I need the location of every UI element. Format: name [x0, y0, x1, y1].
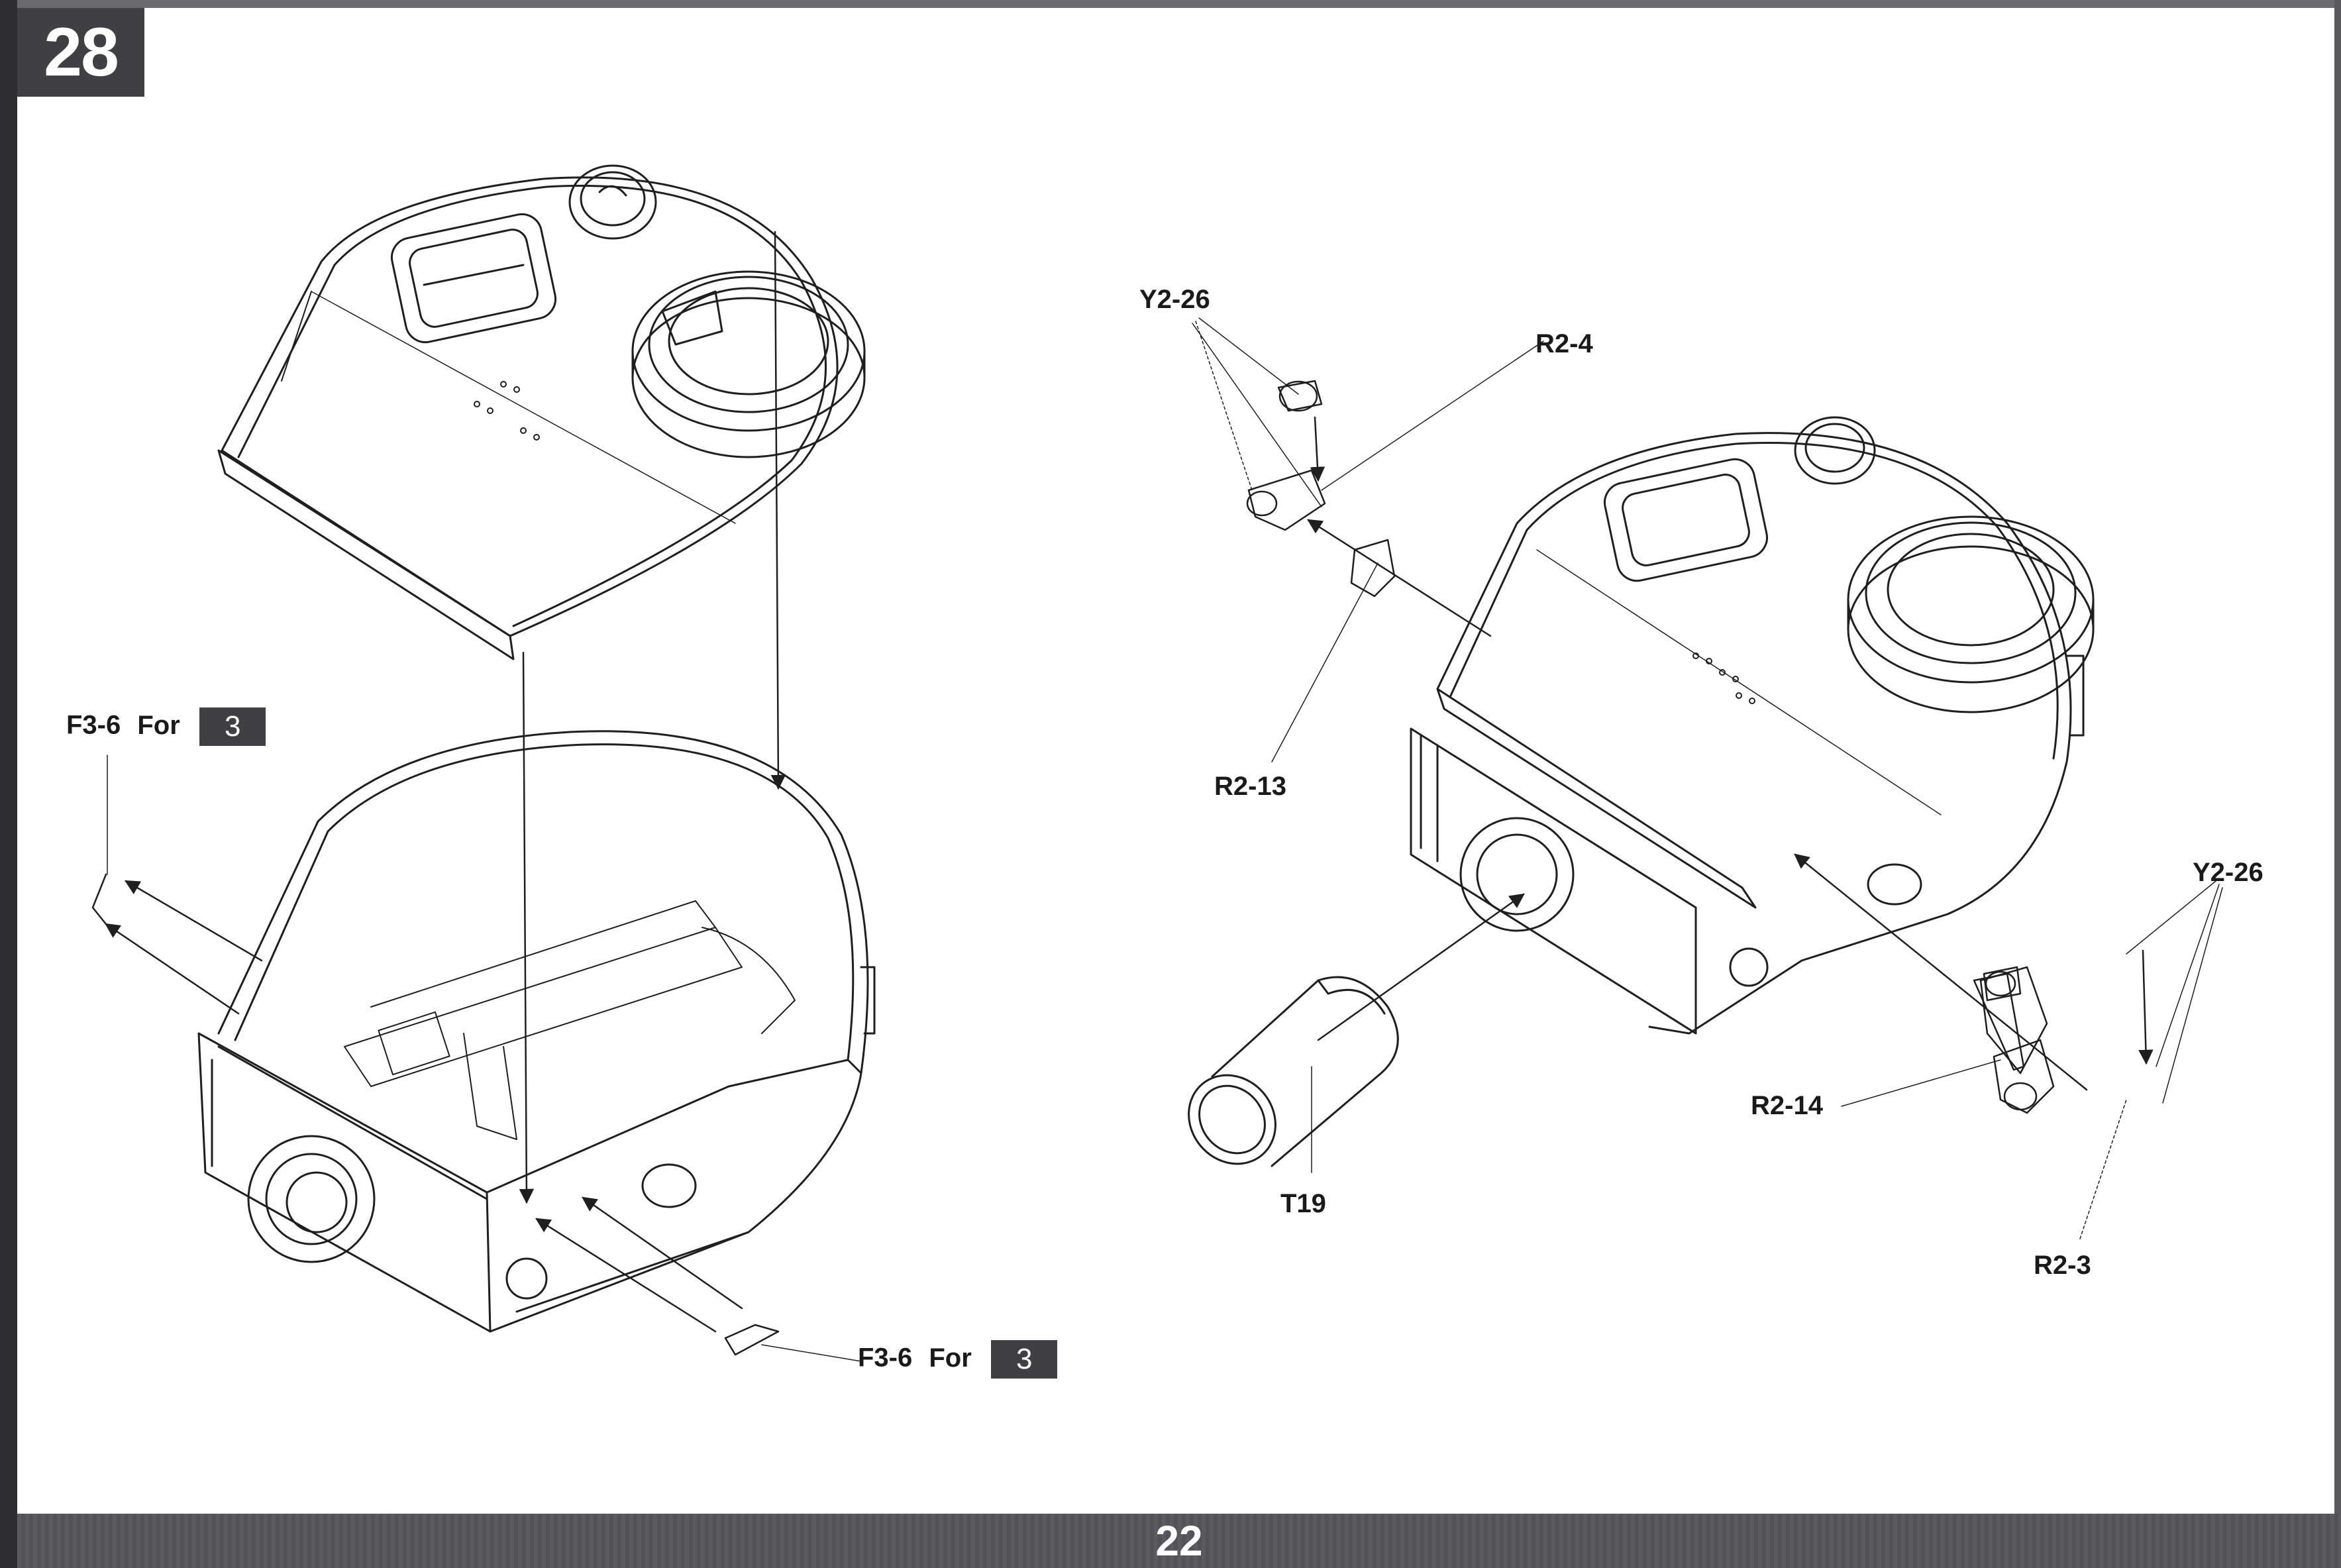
callout-r2-14: R2-14: [1751, 1091, 1823, 1120]
part-code: F3-6: [858, 1343, 913, 1373]
reference-step-box: 3: [199, 707, 266, 746]
for-word: For: [137, 710, 180, 740]
callout-r2-4: R2-4: [1535, 329, 1593, 358]
periscope-right: [1795, 417, 1875, 484]
assembly-arrows-left: [93, 232, 861, 1361]
assembly-arrows-right: [1192, 318, 2222, 1239]
gun-mantlet-left: [248, 1136, 374, 1262]
small-parts-right: [1981, 967, 2054, 1113]
callout-r2-13: R2-13: [1214, 772, 1286, 801]
callout-r2-3: R2-3: [2034, 1251, 2091, 1280]
breech-assembly: [344, 901, 795, 1139]
page-number: 22: [1155, 1517, 1203, 1565]
roof-hatch-small: [388, 211, 559, 346]
gun-mantlet-right: [1461, 818, 1573, 931]
commander-cupola-right: [1848, 517, 2093, 712]
part-code: F3-6: [66, 710, 121, 740]
right-edge-bar: [2334, 0, 2341, 1568]
turret-body-left: [199, 731, 874, 1332]
reference-step-box: 3: [990, 1340, 1058, 1379]
page-footer: 22: [17, 1514, 2341, 1568]
callout-y2-26-top: Y2-26: [1139, 285, 1210, 314]
callout-t19: T19: [1280, 1189, 1326, 1218]
for-word: For: [929, 1343, 972, 1373]
turret-assembled-right: [1411, 417, 2093, 1033]
callout-y2-26-right: Y2-26: [2193, 858, 2263, 887]
callout-f3-6-bottom: F3-6 For 3: [858, 1340, 1058, 1379]
left-binding-spine: [0, 0, 17, 1568]
small-parts-top: [1247, 381, 1394, 596]
roof-periscope: [570, 166, 656, 238]
step-number-badge: 28: [17, 8, 144, 97]
turret-roof-left: [219, 166, 864, 659]
roof-hatch-right: [1601, 456, 1771, 585]
commander-cupola-left: [633, 272, 864, 457]
part-t19-sleeve: [1171, 977, 1398, 1181]
top-edge-bar: [0, 0, 2341, 8]
callout-f3-6-top: F3-6 For 3: [66, 707, 266, 746]
